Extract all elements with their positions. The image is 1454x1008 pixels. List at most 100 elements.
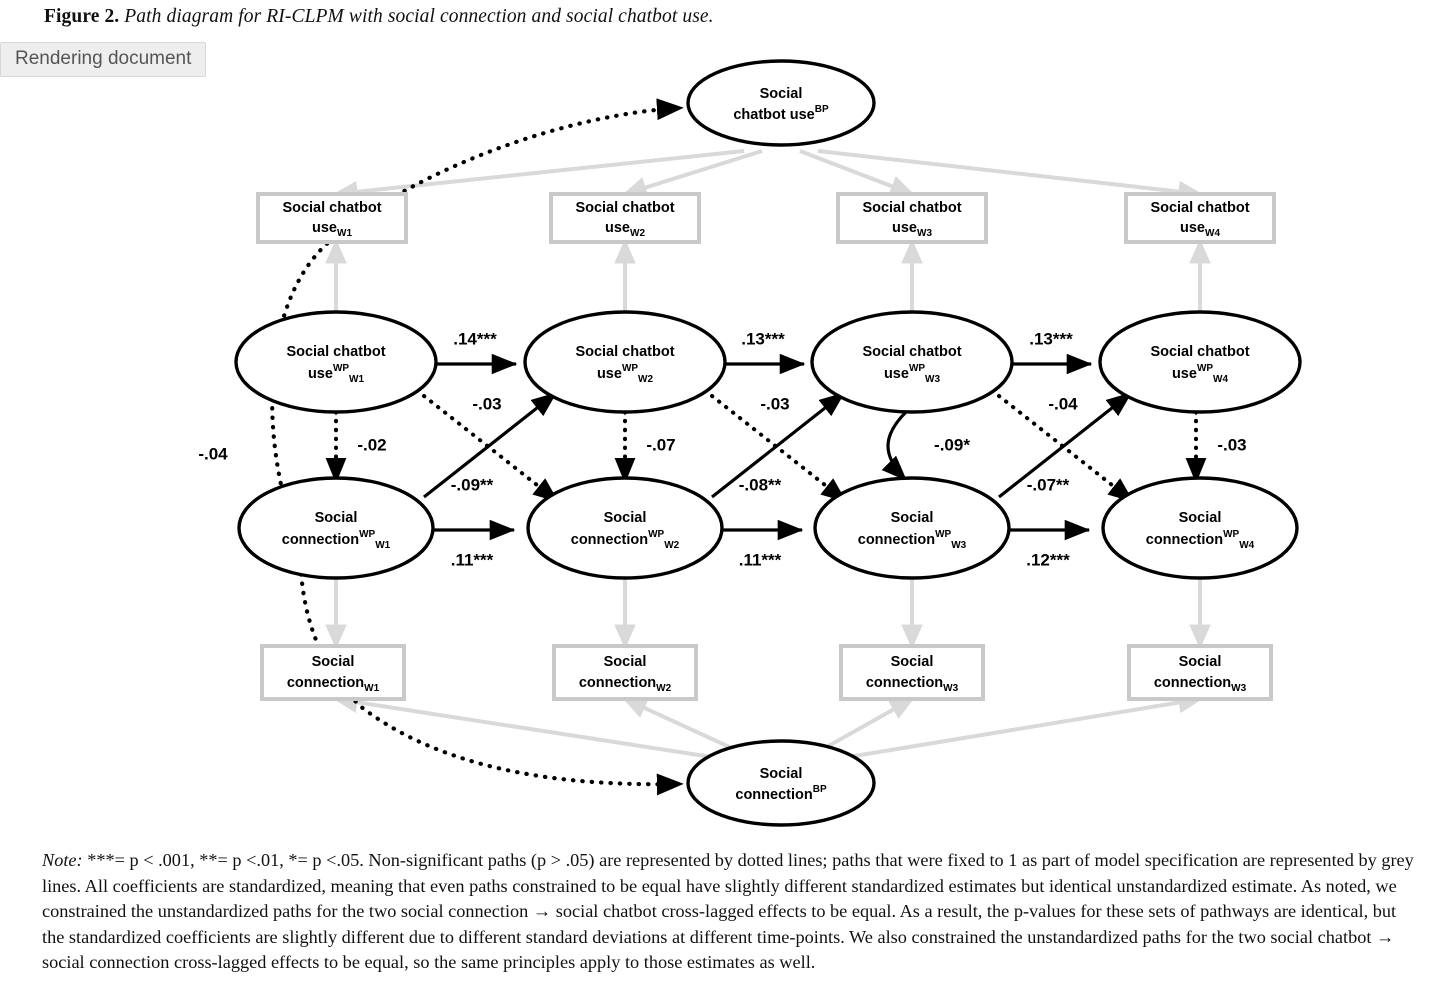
ri-chatbot-line1: Social — [760, 86, 803, 102]
wp-connection-w1-line2: connectionWPW1 — [282, 529, 391, 551]
obs-connection-w2-line2: connectionW2 — [579, 675, 672, 694]
note-body: ***= p < .001, **= p <.01, *= p <.05. No… — [42, 850, 1414, 972]
ellipse-shape — [523, 310, 727, 414]
path-cl-conn-chatbot-w1w2 — [423, 391, 558, 499]
observed-box-chatbot-w3: Social chatbot useW3 — [836, 192, 988, 244]
ellipse-shape — [810, 310, 1014, 414]
wp-connection-w2-line1: Social — [604, 510, 647, 526]
ri-connection-line1: Social — [760, 766, 803, 782]
wp-chatbot-w4-line2: useWPW4 — [1172, 363, 1229, 385]
observed-box-connection-w3: Social connectionW3 — [839, 644, 985, 701]
ri-connection-line2: connectionBP — [735, 784, 827, 803]
obs-connection-w1-line2: connectionW1 — [287, 675, 380, 694]
random-intercept-chatbot: Social chatbot useBP — [686, 59, 876, 147]
obs-connection-w1-line1: Social — [312, 654, 355, 670]
grey-path-ri-chatbot-to-obs-w4 — [817, 149, 1204, 203]
obs-connection-w2-line1: Social — [604, 654, 647, 670]
observed-box-chatbot-w1: Social chatbot useW1 — [256, 192, 408, 244]
grey-path-ri-connection-to-obs-w4 — [817, 691, 1204, 764]
grey-loading-group-chatbot-wp — [325, 238, 1211, 312]
cross-lagged-chatbot-to-connection — [422, 394, 1134, 503]
obs-chatbot-w2-line2: useW2 — [605, 220, 645, 239]
random-intercept-connection: Social connectionBP — [686, 739, 876, 827]
ellipse-shape — [237, 476, 435, 580]
wp-connection-w2-line2: connectionWPW2 — [571, 529, 680, 551]
obs-chatbot-w4-line2: useW4 — [1180, 220, 1220, 239]
note-label: Note: — [42, 850, 83, 870]
wp-connection-w1-line1: Social — [315, 510, 358, 526]
ellipse-shape — [1101, 476, 1299, 580]
obs-chatbot-w4-line1: Social chatbot — [1150, 200, 1249, 216]
wp-chatbot-w3-line2: useWPW3 — [884, 363, 941, 385]
obs-connection-w3-line1: Social — [891, 654, 934, 670]
obs-chatbot-w2-line1: Social chatbot — [575, 200, 674, 216]
latent-chatbot-w1: Social chatbot useWPW1 — [234, 310, 438, 414]
latent-connection-w3: Social connectionWPW3 — [813, 476, 1011, 580]
wp-chatbot-w2-line2: useWPW2 — [597, 363, 654, 385]
box-rect — [836, 192, 988, 244]
coef-corr-w2: -.07 — [646, 435, 675, 454]
ellipse-shape — [234, 310, 438, 414]
path-cl-conn-chatbot-w2w3 — [711, 391, 846, 499]
obs-chatbot-w1-line2: useW1 — [312, 220, 352, 239]
wp-chatbot-w1-line1: Social chatbot — [286, 344, 385, 360]
path-diagram: -.04 Social chatbot useW1 Social chatbot… — [0, 56, 1454, 846]
box-rect — [549, 192, 701, 244]
box-rect — [256, 192, 408, 244]
ellipse-shape — [813, 476, 1011, 580]
obs-chatbot-w3-line2: useW3 — [892, 220, 932, 239]
ellipse-shape — [1098, 310, 1302, 414]
observed-box-connection-w2: Social connectionW2 — [552, 644, 698, 701]
wp-connection-w4-line2: connectionWPW4 — [1146, 529, 1255, 551]
coef-corr-w3: -.09* — [934, 435, 970, 454]
box-rect — [1127, 644, 1273, 701]
coef-corr-bp: -.04 — [198, 444, 228, 463]
latent-connection-w1: Social connectionWPW1 — [237, 476, 435, 580]
box-rect — [1124, 192, 1276, 244]
figure-title: Path diagram for RI-CLPM with social con… — [124, 6, 714, 27]
path-cl-chatbot-conn-w2w3 — [710, 394, 847, 503]
path-cl-conn-chatbot-w3w4 — [998, 391, 1133, 499]
coef-corr-w1: -.02 — [357, 435, 386, 454]
coef-corr-w4: -.03 — [1217, 435, 1246, 454]
ellipse-shape — [526, 476, 724, 580]
figure-note: Note: ***= p < .001, **= p <.01, *= p <.… — [42, 848, 1420, 976]
grey-path-ri-chatbot-to-obs-w3 — [799, 149, 915, 197]
path-corr-w3 — [881, 387, 931, 482]
ellipse-shape — [686, 739, 876, 827]
grey-loading-group-connection-wp — [325, 577, 1211, 650]
figure-caption: Figure 2. Path diagram for RI-CLPM with … — [44, 6, 1424, 28]
obs-connection-w4-line1: Social — [1179, 654, 1222, 670]
observed-box-chatbot-w2: Social chatbot useW2 — [549, 192, 701, 244]
obs-chatbot-w3-line1: Social chatbot — [862, 200, 961, 216]
grey-path-ri-connection-to-obs-w1 — [332, 691, 745, 764]
coef-cl-chatbot-conn-w1w2: -.03 — [472, 394, 501, 413]
grey-path-ri-chatbot-to-obs-w2 — [621, 149, 763, 198]
wp-chatbot-w1-line2: useWPW1 — [308, 363, 365, 385]
observed-box-connection-w1: Social connectionW1 — [260, 644, 406, 701]
grey-path-ri-chatbot-to-obs-w1 — [332, 149, 745, 203]
coef-ar-chatbot-w1w2: .14*** — [453, 329, 497, 348]
latent-chatbot-w3: Social chatbot useWPW3 — [810, 310, 1014, 414]
path-cl-chatbot-conn-w1w2 — [422, 394, 559, 503]
coef-ar-chatbot-w3w4: .13*** — [1029, 329, 1073, 348]
wp-chatbot-w2-line1: Social chatbot — [575, 344, 674, 360]
coef-ar-connection-w3w4: .12*** — [1026, 550, 1070, 569]
coef-cl-conn-chatbot-w3w4: -.07** — [1027, 475, 1070, 494]
wp-chatbot-w3-line1: Social chatbot — [862, 344, 961, 360]
coef-cl-chatbot-conn-w2w3: -.03 — [760, 394, 789, 413]
between-person-correlation-path — [270, 98, 684, 796]
box-rect — [260, 644, 406, 701]
coef-cl-conn-chatbot-w1w2: -.09** — [451, 475, 494, 494]
figure-label: Figure 2. — [44, 6, 120, 27]
coef-ar-connection-w2w3: .11*** — [739, 550, 782, 569]
grey-loading-group-chatbot-ri — [332, 149, 1204, 203]
latent-chatbot-w4: Social chatbot useWPW4 — [1098, 310, 1302, 414]
ellipse-shape — [686, 59, 876, 147]
box-rect — [552, 644, 698, 701]
obs-chatbot-w1-line1: Social chatbot — [282, 200, 381, 216]
wp-connection-w3-line1: Social — [891, 510, 934, 526]
coef-cl-conn-chatbot-w2w3: -.08** — [739, 475, 782, 494]
ri-chatbot-line2: chatbot useBP — [733, 104, 829, 123]
latent-connection-w4: Social connectionWPW4 — [1101, 476, 1299, 580]
